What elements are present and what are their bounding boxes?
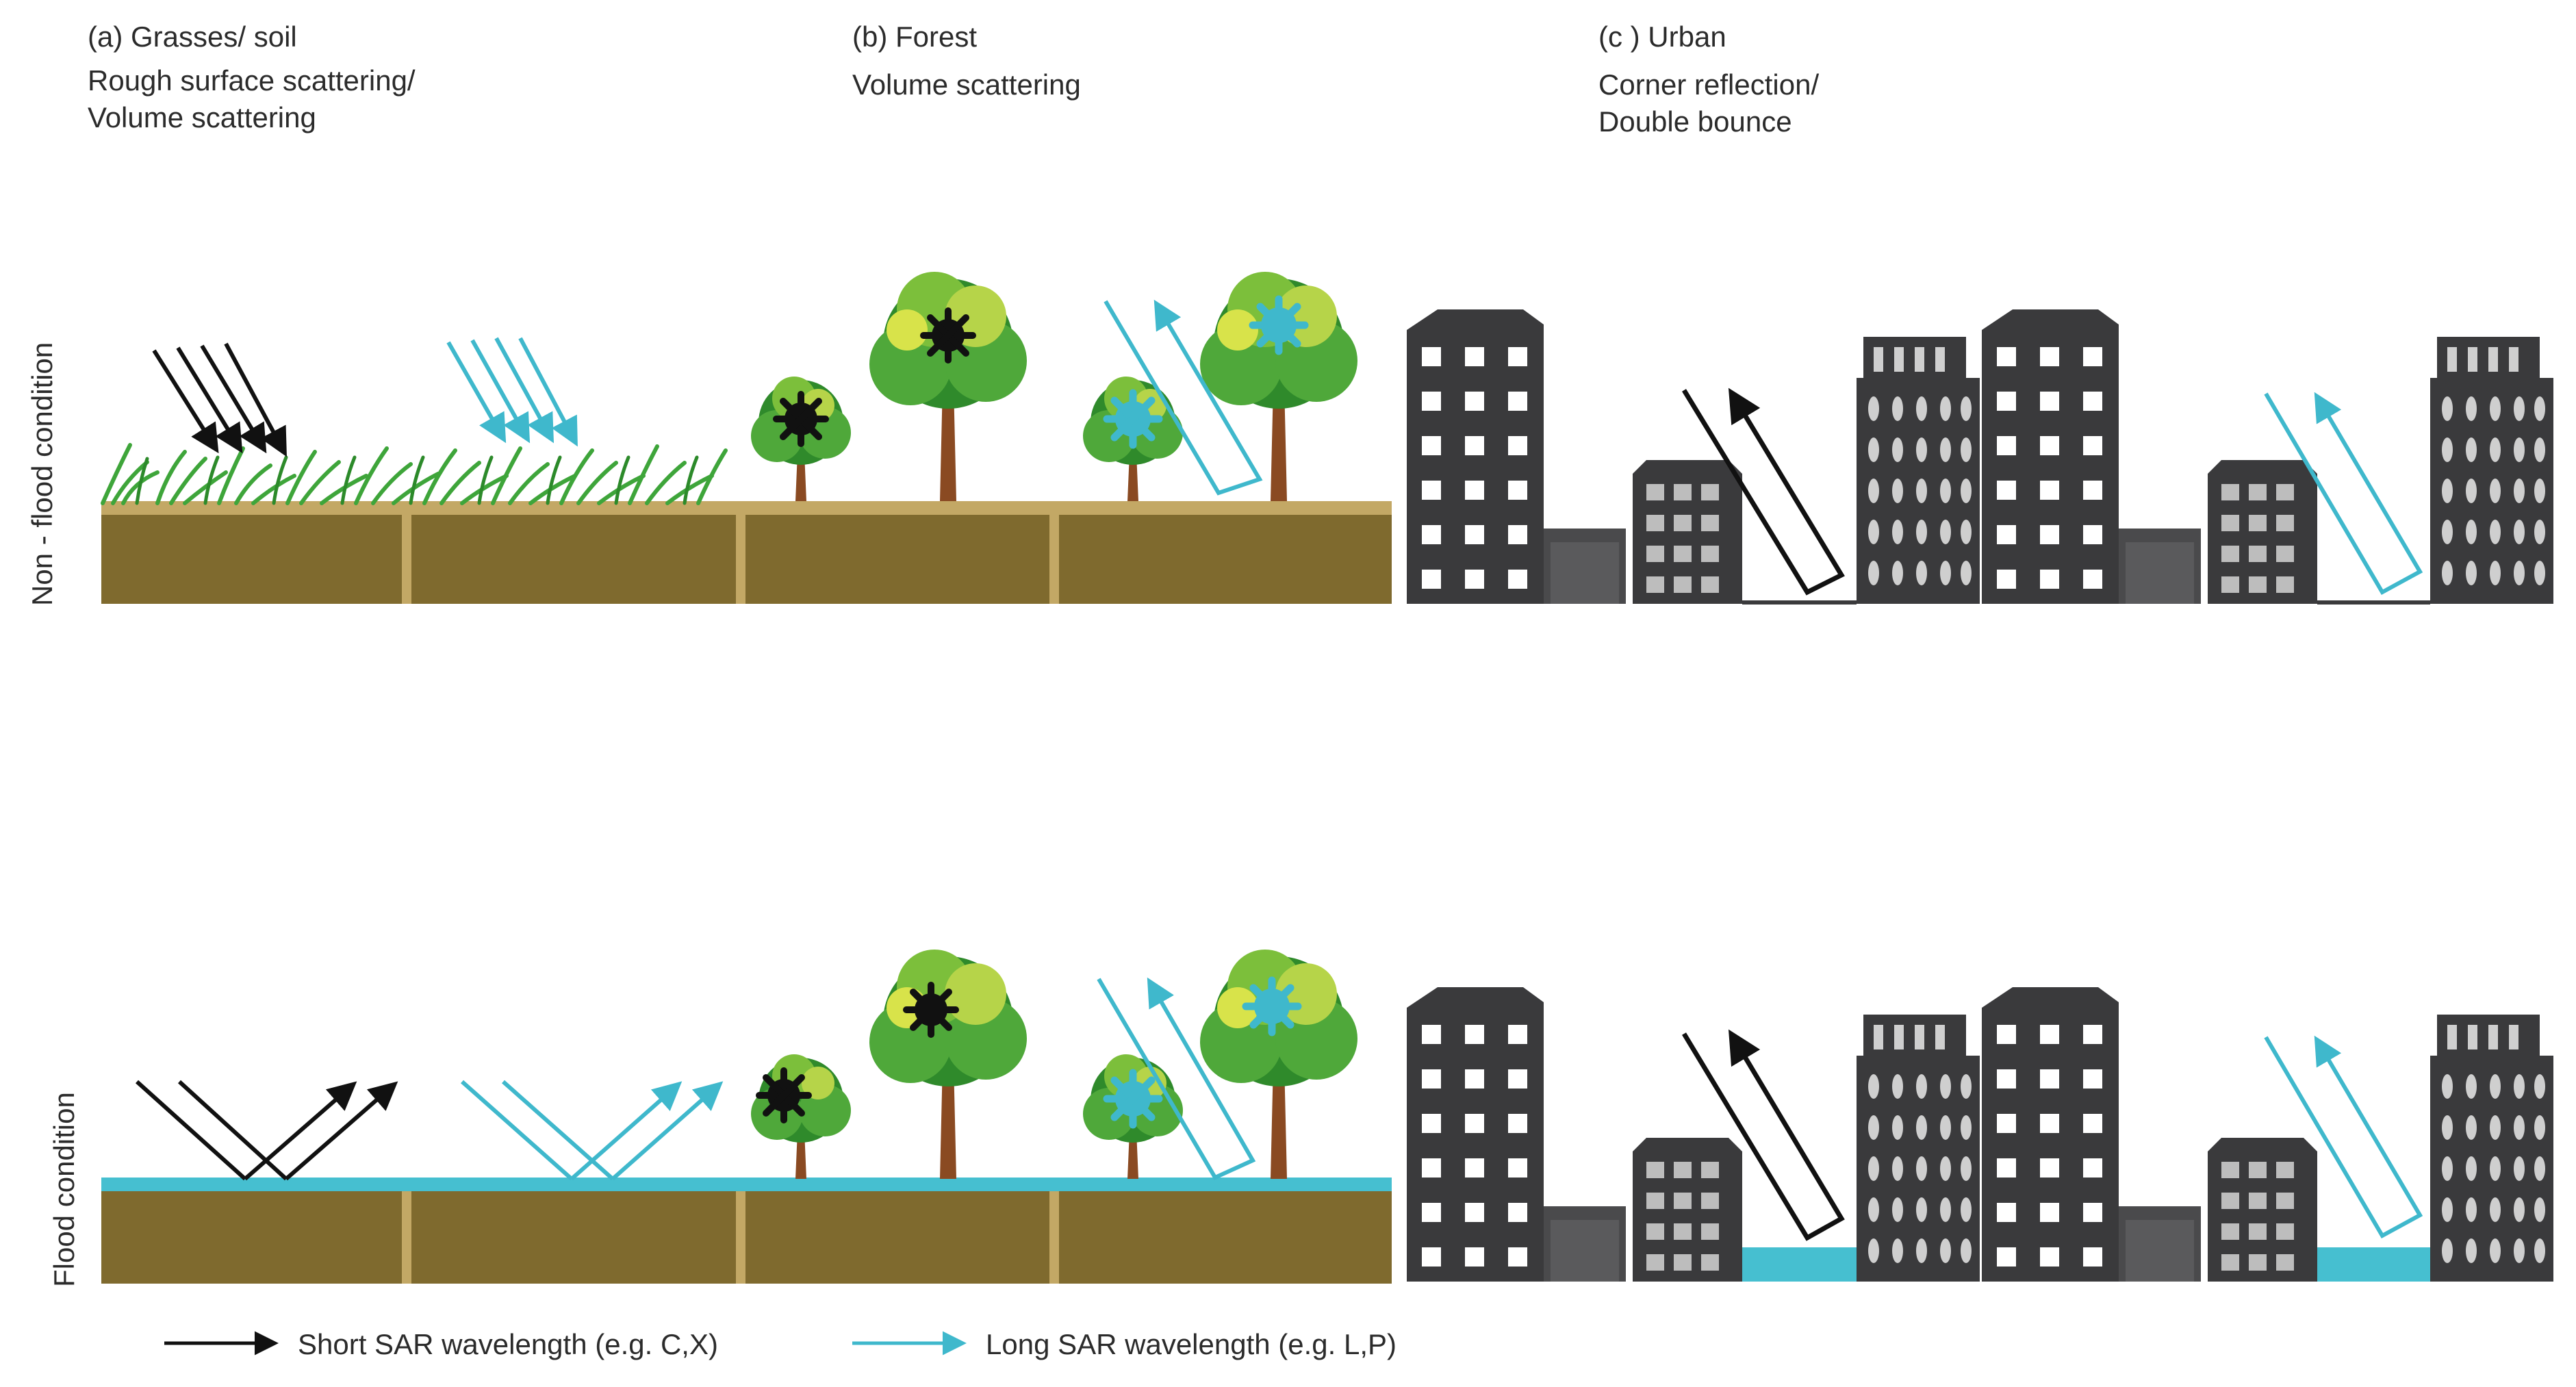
header-grasses-title: (a) Grasses/ soil — [88, 21, 297, 53]
long-scatter-icon — [1246, 980, 1298, 1032]
flood-water — [1742, 1247, 1857, 1282]
sar-arrow-icon-short-specular — [135, 1080, 398, 1181]
tree-icon — [751, 1054, 851, 1179]
grass-icon-dark — [135, 455, 699, 505]
building-icon — [1407, 987, 1544, 1282]
building-icon — [2208, 1138, 2317, 1282]
header-grasses-line1: Rough surface scattering/ — [88, 64, 416, 97]
short-scatter-icon — [923, 311, 973, 360]
building-icon — [1544, 529, 1626, 604]
building-icon — [1633, 460, 1742, 604]
building-icon — [1407, 309, 1544, 604]
short-scatter-icon — [776, 394, 826, 444]
tree-icon — [869, 950, 1027, 1179]
sar-arrow-icon-long-specular — [461, 1080, 724, 1181]
flood-water — [2317, 1247, 2430, 1282]
building-icon — [2430, 1015, 2553, 1282]
header-forest: (b) Forest Volume scattering — [852, 21, 1081, 101]
building-icon — [2119, 529, 2201, 604]
header-urban-line1: Corner reflection/ — [1598, 68, 1819, 101]
building-icon — [1544, 1206, 1626, 1282]
tree-icon — [1200, 950, 1357, 1179]
legend-long-label: Long SAR wavelength (e.g. L,P) — [986, 1328, 1397, 1360]
building-icon — [1857, 1015, 1980, 1282]
urban-scene-top-long — [1982, 309, 2553, 605]
header-urban: (c ) Urban Corner reflection/ Double bou… — [1598, 21, 1819, 138]
row-label-flood: Flood condition — [48, 1092, 80, 1287]
header-grasses-line2: Volume scattering — [88, 101, 316, 133]
grass-icon — [101, 443, 728, 505]
sar-arrow-icon-long-forest — [1104, 299, 1263, 496]
legend: Short SAR wavelength (e.g. C,X) Long SAR… — [164, 1328, 1397, 1360]
urban-scene-top-short — [1407, 309, 1980, 605]
building-icon — [2430, 337, 2553, 604]
sar-arrow-icon-long-grass — [446, 337, 578, 447]
building-icon — [1982, 309, 2119, 604]
short-scatter-icon — [759, 1071, 808, 1120]
ground-soil-bottom — [101, 1178, 1392, 1284]
sar-arrow-icon-short-grass — [152, 342, 287, 457]
legend-short-label: Short SAR wavelength (e.g. C,X) — [298, 1328, 718, 1360]
header-forest-title: (b) Forest — [852, 21, 977, 53]
long-scatter-icon — [1107, 1073, 1159, 1125]
urban-scene-bottom-long — [1982, 987, 2553, 1282]
header-urban-line2: Double bounce — [1598, 105, 1792, 138]
header-forest-line1: Volume scattering — [852, 68, 1081, 101]
header-urban-title: (c ) Urban — [1598, 21, 1726, 53]
row-label-non-flood: Non - flood condition — [26, 342, 58, 606]
urban-scene-bottom-short — [1407, 987, 1980, 1282]
building-icon — [2208, 460, 2317, 604]
ground-soil-top — [101, 501, 1392, 604]
short-scatter-icon — [906, 985, 956, 1034]
building-icon — [1857, 337, 1980, 604]
header-grasses: (a) Grasses/ soil Rough surface scatteri… — [88, 21, 416, 133]
long-scatter-icon — [1253, 299, 1305, 351]
building-icon — [1633, 1138, 1742, 1282]
building-icon — [1982, 987, 2119, 1282]
building-icon — [2119, 1206, 2201, 1282]
tree-icon — [869, 272, 1027, 501]
long-scatter-icon — [1107, 393, 1159, 445]
sar-arrow-icon-long-forest-flood — [1097, 977, 1256, 1180]
